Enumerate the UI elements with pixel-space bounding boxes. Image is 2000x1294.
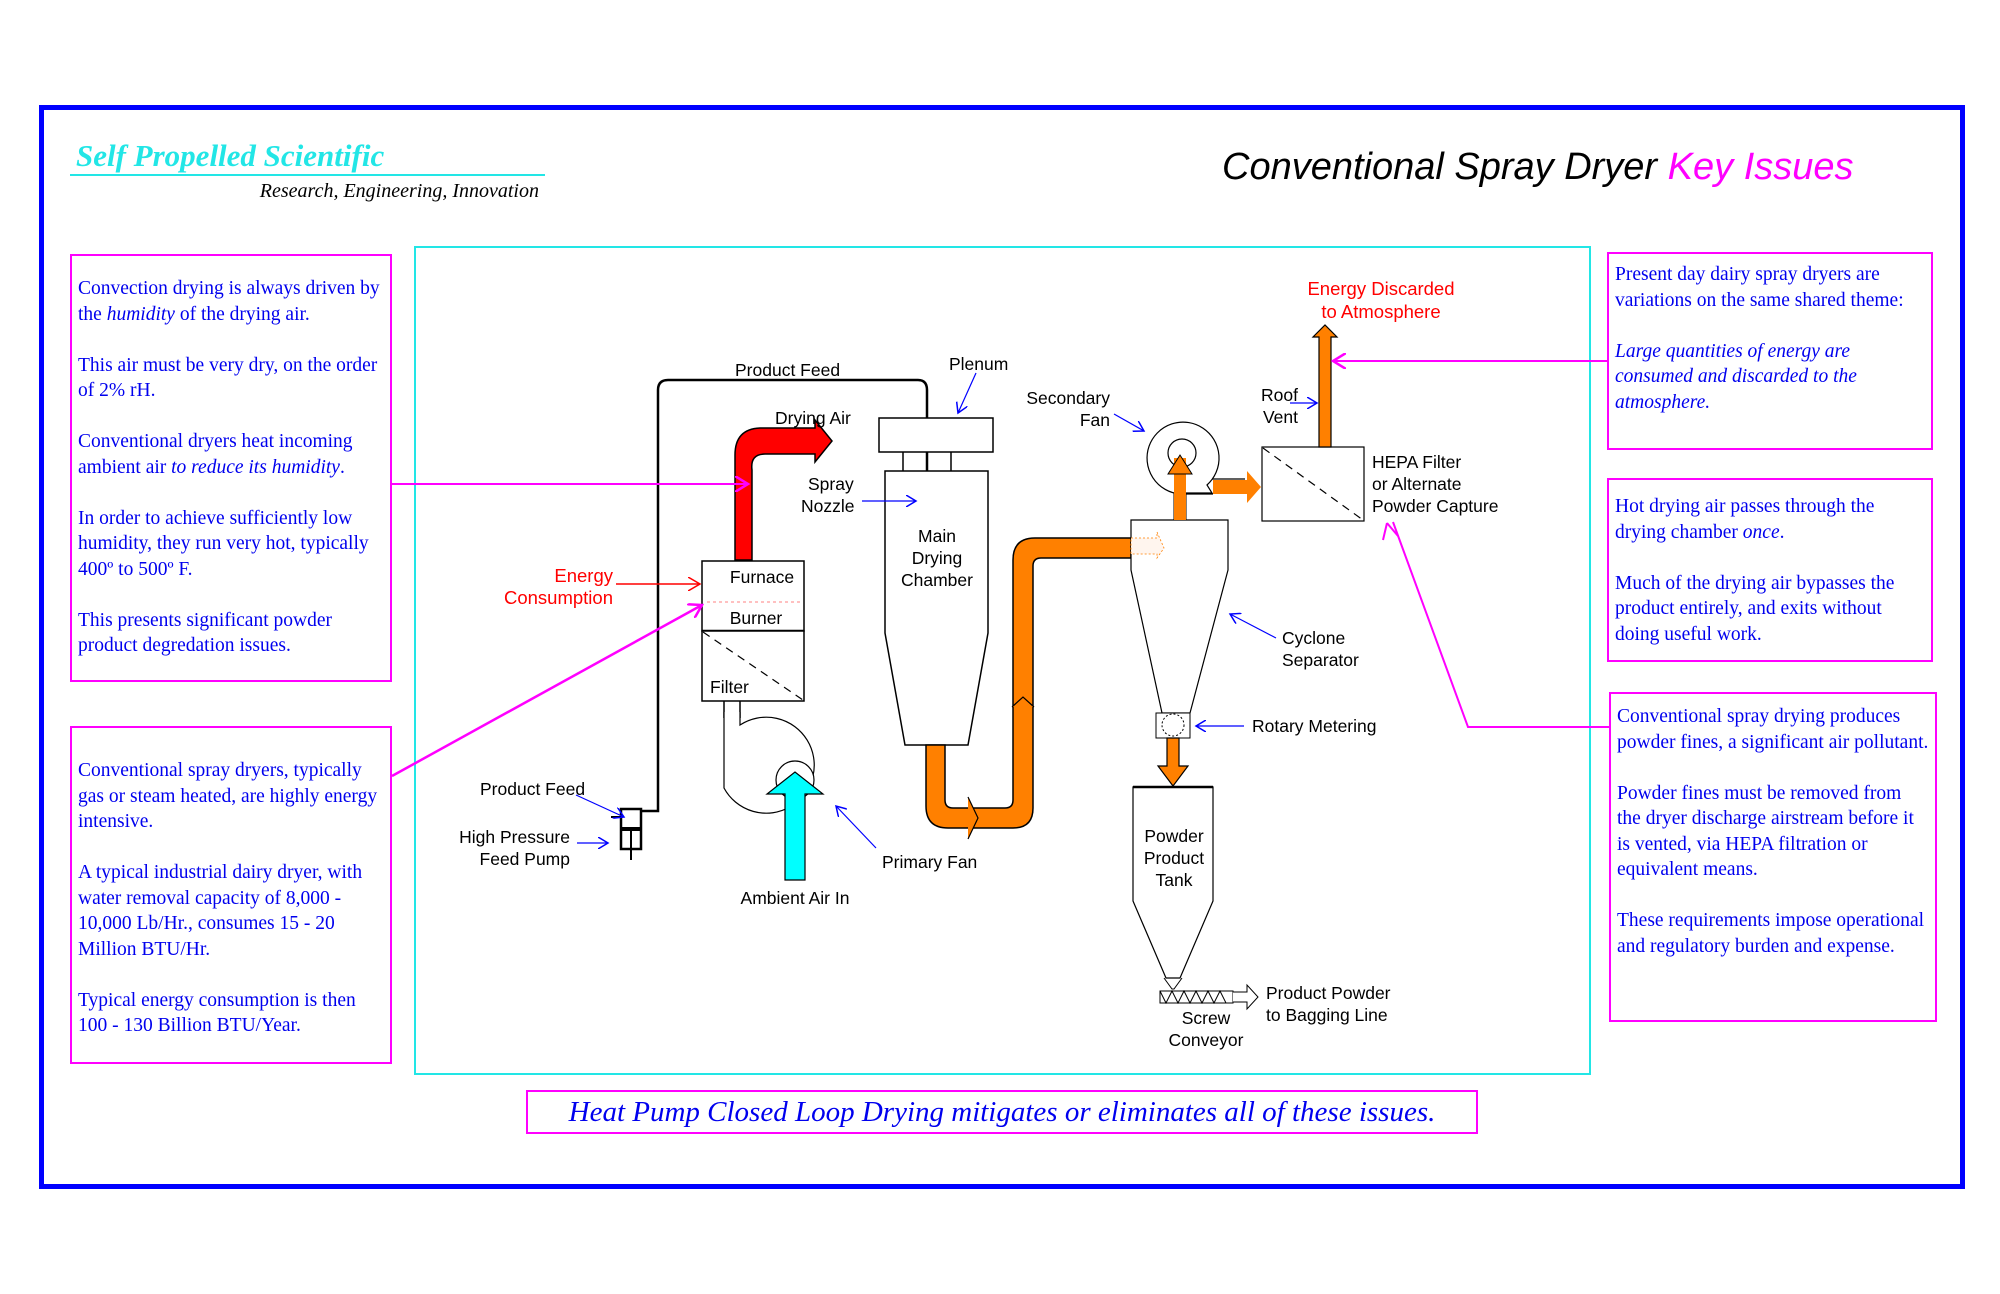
page-frame xyxy=(39,105,1965,1189)
note-powder-fines: Conventional spray drying produces powde… xyxy=(1609,692,1937,1022)
label-energy: Energy xyxy=(554,565,613,586)
note-shared-theme: Present day dairy spray dryers are varia… xyxy=(1607,252,1933,450)
label-energy-discarded: Energy Discarded xyxy=(1307,278,1454,299)
label-to-atmosphere: to Atmosphere xyxy=(1321,301,1440,322)
label-conveyor: Conveyor xyxy=(1169,1030,1244,1050)
label-tank: Tank xyxy=(1156,870,1193,890)
conclusion-banner: Heat Pump Closed Loop Drying mitigates o… xyxy=(526,1090,1478,1134)
label-powder-capture: Powder Capture xyxy=(1372,496,1498,516)
label-feed-pump: Feed Pump xyxy=(480,849,570,869)
callout-fines xyxy=(1392,521,1609,728)
brand-name: Self Propelled Scientific xyxy=(70,138,545,176)
brand-tagline: Research, Engineering, Innovation xyxy=(259,180,539,202)
product-feed-line xyxy=(640,378,929,813)
note-energy: Conventional spray dryers, typically gas… xyxy=(70,726,392,1064)
label-secondary: Secondary xyxy=(1026,388,1110,408)
roof-vent-arrow xyxy=(1311,324,1339,448)
label-spray: Spray xyxy=(808,474,854,494)
label-chamber: Chamber xyxy=(901,570,973,590)
label-cyclone: Cyclone xyxy=(1282,628,1345,648)
label-fan: Fan xyxy=(1080,410,1110,430)
label-product-powder: Product Powder xyxy=(1266,983,1391,1003)
label-bagging-line: to Bagging Line xyxy=(1266,1005,1388,1025)
ambient-air-arrow xyxy=(765,771,825,881)
note-single-pass: Hot drying air passes through the drying… xyxy=(1607,478,1933,662)
plenum xyxy=(878,417,994,453)
label-or-alternate: or Alternate xyxy=(1372,474,1462,494)
feed-pump xyxy=(611,807,643,860)
label-drying: Drying xyxy=(912,548,963,568)
label-primary-fan: Primary Fan xyxy=(882,852,977,872)
label-high-pressure: High Pressure xyxy=(459,827,570,847)
label-furnace: Furnace xyxy=(730,567,794,587)
label-burner: Burner xyxy=(730,608,783,628)
label-plenum: Plenum xyxy=(949,354,1008,374)
furnace-box xyxy=(701,560,805,632)
main-drying-chamber xyxy=(884,470,989,746)
brand-logo: Self Propelled Scientific Research, Engi… xyxy=(70,138,545,203)
to-hepa-arrow xyxy=(1213,471,1261,503)
label-roof: Roof xyxy=(1261,385,1298,405)
label-powder: Powder xyxy=(1144,826,1204,846)
title-accent: Key Issues xyxy=(1667,146,1854,188)
label-product-feed-pump: Product Feed xyxy=(480,779,585,799)
drying-air-duct xyxy=(734,417,833,561)
label-nozzle: Nozzle xyxy=(801,496,855,516)
label-product: Product xyxy=(1144,848,1204,868)
title-main: Conventional Spray Dryer xyxy=(1222,146,1658,188)
label-hepa: HEPA Filter xyxy=(1372,452,1461,472)
callout-energy xyxy=(391,605,702,778)
rotary-metering xyxy=(1155,712,1191,739)
diagram-border xyxy=(414,246,1591,1075)
page-title: Conventional Spray Dryer Key Issues xyxy=(1222,146,1854,189)
label-consumption: Consumption xyxy=(504,587,613,608)
label-screw: Screw xyxy=(1182,1008,1231,1028)
note-humidity: Convection drying is always driven by th… xyxy=(70,254,392,682)
label-main: Main xyxy=(918,526,956,546)
label-product-feed-top: Product Feed xyxy=(735,360,840,380)
screw-conveyor xyxy=(1159,977,1259,1011)
label-filter: Filter xyxy=(710,677,749,697)
label-separator: Separator xyxy=(1282,650,1359,670)
label-vent: Vent xyxy=(1263,407,1298,427)
label-rotary: Rotary Metering xyxy=(1252,716,1377,736)
label-ambient-air: Ambient Air In xyxy=(741,888,850,908)
label-drying-air: Drying Air xyxy=(775,408,851,428)
